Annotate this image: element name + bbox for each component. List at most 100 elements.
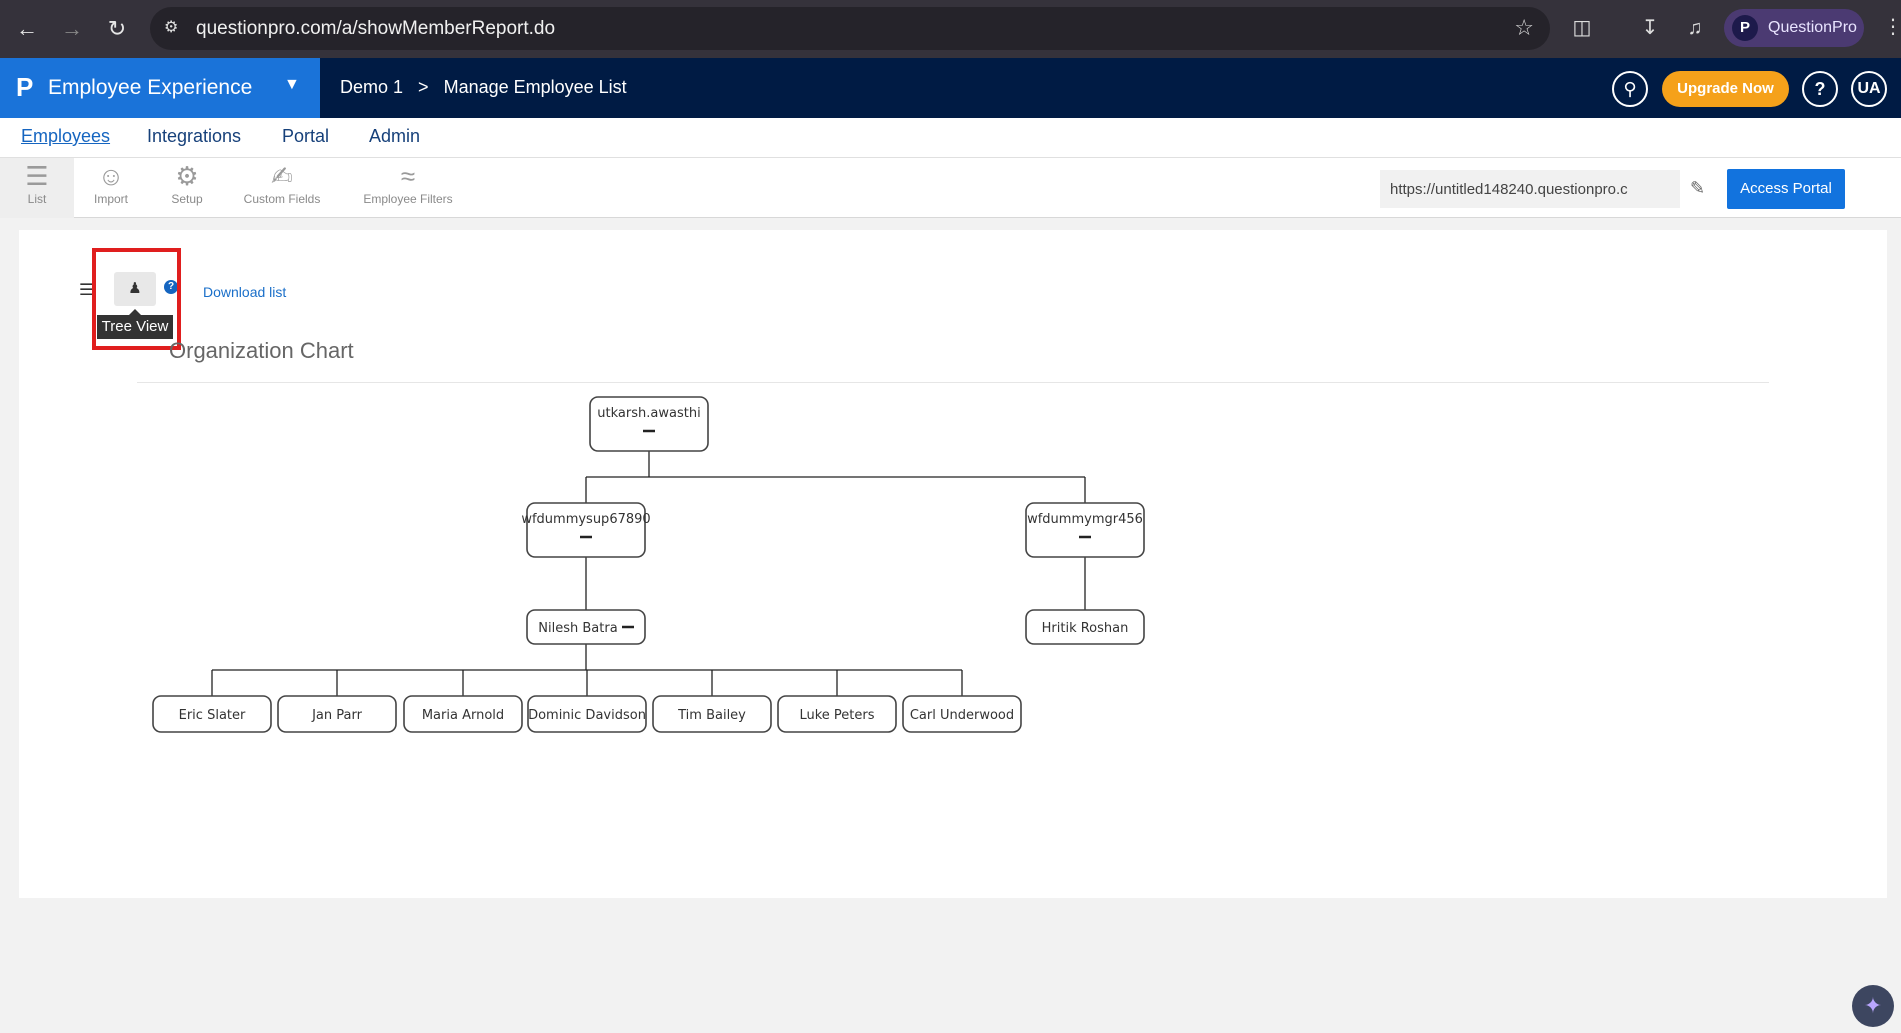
upgrade-now-button[interactable]: Upgrade Now	[1662, 71, 1789, 107]
tool-custom-fields[interactable]: ✍ Custom Fields	[236, 158, 328, 218]
media-icon[interactable]: ♫	[1687, 17, 1703, 39]
custom-fields-icon: ✍	[271, 161, 293, 191]
browser-profile-button[interactable]: P QuestionPro	[1724, 9, 1864, 47]
org-node-name: Tim Bailey	[677, 708, 746, 723]
org-node-box	[152, 695, 272, 733]
org-node-box	[403, 695, 523, 733]
org-node[interactable]: Luke Peters	[777, 695, 897, 733]
breadcrumb: Demo 1 > Manage Employee List	[340, 77, 637, 98]
tool-employee-filters[interactable]: ≈ Employee Filters	[358, 158, 458, 218]
caret-down-icon: ▼	[284, 76, 300, 93]
org-node-name: wfdummymgr456	[1027, 512, 1143, 527]
content-panel: ☰ ♟ ? Tree View Download list Organizati…	[19, 230, 1887, 898]
org-node-name: Hritik Roshan	[1042, 621, 1129, 636]
profile-name: QuestionPro	[1768, 19, 1857, 36]
download-list-link[interactable]: Download list	[203, 284, 287, 300]
profile-logo-icon: P	[1732, 15, 1758, 41]
add-user-icon: ☺	[97, 161, 125, 191]
org-node[interactable]: Nilesh Batra	[526, 609, 646, 645]
highlight-annotation	[92, 248, 181, 350]
org-node[interactable]: Eric Slater	[152, 695, 272, 733]
tool-list[interactable]: ☰ List	[0, 158, 74, 218]
product-switcher[interactable]: P Employee Experience ▼	[0, 58, 320, 118]
tool-import-label: Import	[93, 192, 128, 206]
tool-employee-filters-label: Employee Filters	[363, 192, 453, 206]
address-bar[interactable]: ⚙ questionpro.com/a/showMemberReport.do …	[150, 7, 1550, 50]
tab-admin[interactable]: Admin	[369, 126, 421, 146]
gear-icon: ⚙	[175, 161, 199, 191]
org-node-name: Eric Slater	[179, 708, 246, 723]
tool-setup-label: Setup	[171, 192, 203, 206]
address-url: questionpro.com/a/showMemberReport.do	[196, 18, 556, 39]
org-node[interactable]: wfdummymgr456	[1025, 502, 1145, 558]
section-tabs: Employees Integrations Portal Admin	[0, 118, 1901, 158]
org-node[interactable]: Tim Bailey	[652, 695, 772, 733]
breadcrumb-current: Manage Employee List	[443, 77, 627, 97]
extensions-icon[interactable]: ◫	[1572, 17, 1592, 39]
org-node-box	[902, 695, 1022, 733]
help-button[interactable]: ?	[1802, 71, 1838, 107]
org-chart: utkarsh.awasthi wfdummysup67890 wfdummymgr…	[152, 396, 1145, 733]
user-avatar[interactable]: UA	[1851, 71, 1887, 107]
browser-toolbar: ← → ↻ ⚙ questionpro.com/a/showMemberRepo…	[0, 0, 1901, 58]
org-node[interactable]: utkarsh.awasthi	[589, 396, 709, 452]
access-portal-button[interactable]: Access Portal	[1727, 169, 1845, 209]
org-node[interactable]: Jan Parr	[277, 695, 397, 733]
site-settings-icon[interactable]: ⚙	[164, 19, 179, 36]
tool-custom-fields-label: Custom Fields	[243, 192, 321, 206]
org-node-name: utkarsh.awasthi	[597, 406, 700, 421]
title-divider	[137, 382, 1769, 383]
product-name: Employee Experience	[48, 76, 253, 99]
org-node[interactable]: wfdummysup67890	[521, 502, 651, 558]
org-node[interactable]: Dominic Davidson	[527, 695, 647, 733]
org-node-name: Luke Peters	[799, 708, 874, 723]
edit-pencil-icon[interactable]: ✎	[1690, 178, 1706, 198]
employee-toolbar: ☰ List ☺ Import ⚙ Setup ✍ Custom Fields …	[0, 158, 1901, 218]
breadcrumb-demo[interactable]: Demo 1	[340, 77, 404, 97]
download-icon[interactable]: ↧	[1641, 17, 1659, 39]
org-node[interactable]: Maria Arnold	[403, 695, 523, 733]
questionpro-logo: P	[16, 72, 34, 102]
org-node-box	[652, 695, 772, 733]
tree-view-tooltip: Tree View	[97, 309, 173, 339]
org-node-box	[589, 396, 709, 452]
forward-icon[interactable]: →	[61, 16, 83, 41]
tool-import[interactable]: ☺ Import	[82, 158, 140, 218]
org-node-name: Nilesh Batra	[538, 621, 617, 636]
org-node-name: Carl Underwood	[910, 708, 1014, 723]
tab-employees[interactable]: Employees	[21, 126, 111, 146]
help-icon[interactable]: ?	[164, 280, 178, 294]
org-chart-connectors	[211, 451, 1086, 696]
org-node-box	[1025, 609, 1145, 645]
org-node-name: wfdummysup67890	[521, 512, 650, 527]
org-node-name: Maria Arnold	[422, 708, 504, 723]
org-node[interactable]: Hritik Roshan	[1025, 609, 1145, 645]
list-icon: ☰	[25, 161, 49, 191]
tool-setup[interactable]: ⚙ Setup	[160, 158, 214, 218]
org-chart-nodes: utkarsh.awasthi wfdummysup67890 wfdummymgr…	[152, 396, 1145, 733]
tab-portal[interactable]: Portal	[282, 126, 330, 146]
app-header: P Employee Experience ▼ Demo 1 > Manage …	[0, 58, 1901, 118]
org-node-box	[1025, 502, 1145, 558]
portal-url-input[interactable]	[1380, 170, 1680, 208]
org-node-name: Jan Parr	[311, 708, 363, 723]
tool-list-label: List	[27, 192, 47, 206]
bookmark-star-icon[interactable]: ☆	[1514, 15, 1534, 40]
browser-menu-icon[interactable]: ⋮	[1883, 16, 1901, 38]
chart-icon: ≈	[400, 161, 416, 191]
assistant-sparkle-icon[interactable]: ✦	[1852, 985, 1894, 1027]
org-node[interactable]: Carl Underwood	[902, 695, 1022, 733]
org-node-box	[777, 695, 897, 733]
tab-integrations[interactable]: Integrations	[147, 126, 242, 146]
org-node-box	[527, 695, 647, 733]
org-node-box	[526, 502, 646, 558]
list-view-icon[interactable]: ☰	[79, 282, 94, 299]
back-icon[interactable]: ←	[16, 16, 38, 41]
search-icon[interactable]: ⚲	[1612, 71, 1648, 107]
users-icon: ♟	[128, 280, 142, 297]
org-node-box	[277, 695, 397, 733]
tree-view-button[interactable]: ♟	[114, 272, 156, 306]
reload-icon[interactable]: ↻	[107, 16, 127, 41]
org-chart-title: Organization Chart	[169, 338, 354, 363]
breadcrumb-separator: >	[418, 77, 429, 97]
